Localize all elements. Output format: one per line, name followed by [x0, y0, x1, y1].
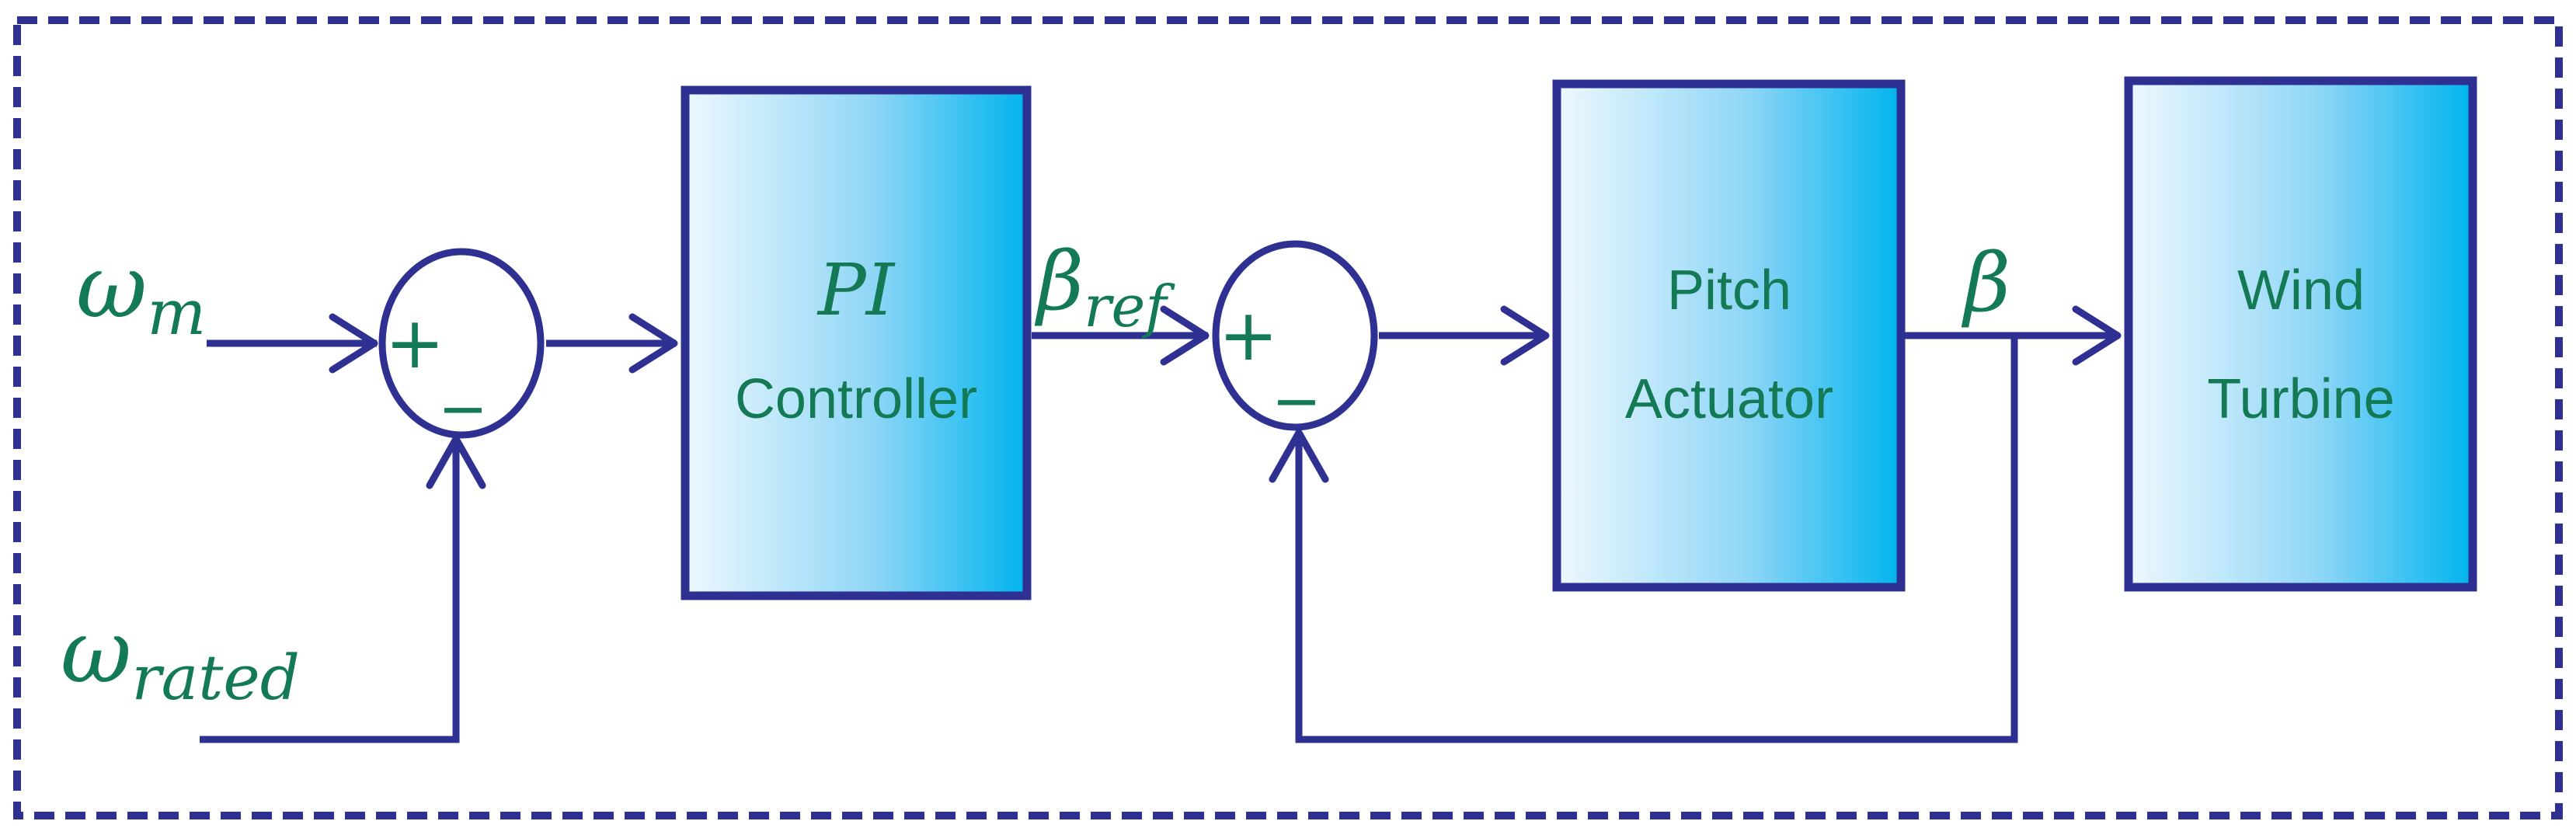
omega-rated-line — [200, 439, 460, 743]
sum2-minus-sign: _ — [1278, 322, 1315, 405]
wind-turbine-label-line2: Turbine — [2207, 368, 2394, 430]
sum2-plus-sign: + — [1218, 294, 1278, 377]
wind-turbine-label-line1: Wind — [2237, 259, 2365, 322]
arrowhead-sum1-feedback — [426, 435, 486, 489]
sum1-plus-sign: + — [385, 301, 444, 384]
dashed-boundary — [13, 16, 2563, 819]
arrowheads — [329, 305, 2122, 489]
beta-label: β — [1961, 235, 2010, 330]
signal-lines — [200, 332, 2119, 743]
omega-m-label: ωm — [76, 237, 206, 349]
pi-controller-label: Controller — [735, 368, 977, 430]
pitch-actuator-label-line2: Actuator — [1625, 368, 1833, 430]
pi-controller-title: PI — [816, 249, 896, 332]
pitch-actuator-block: Pitch Actuator — [1552, 79, 1906, 592]
summing-junction-1: + _ — [378, 248, 545, 439]
arrowhead-sum2-feedback — [1269, 429, 1329, 483]
pitch-actuator-label-line1: Pitch — [1667, 259, 1791, 322]
arrowhead-pi-input — [628, 313, 678, 374]
arrowhead-actuator-input — [1500, 305, 1550, 366]
summing-junction-2: + _ — [1212, 240, 1378, 431]
beta-ref-label: βref — [1034, 234, 1175, 340]
arrowhead-turbine-input — [2072, 305, 2122, 366]
omega-rated-label: ωrated — [61, 602, 300, 714]
feedback-line — [1295, 336, 2018, 743]
wind-turbine-block: Wind Turbine — [2124, 76, 2477, 592]
pi-controller-block: PI Controller — [681, 85, 1032, 600]
arrowhead-sum2-input — [1160, 305, 1210, 366]
arrowhead-sum1-input — [329, 313, 378, 374]
sum1-minus-sign: _ — [444, 330, 482, 413]
